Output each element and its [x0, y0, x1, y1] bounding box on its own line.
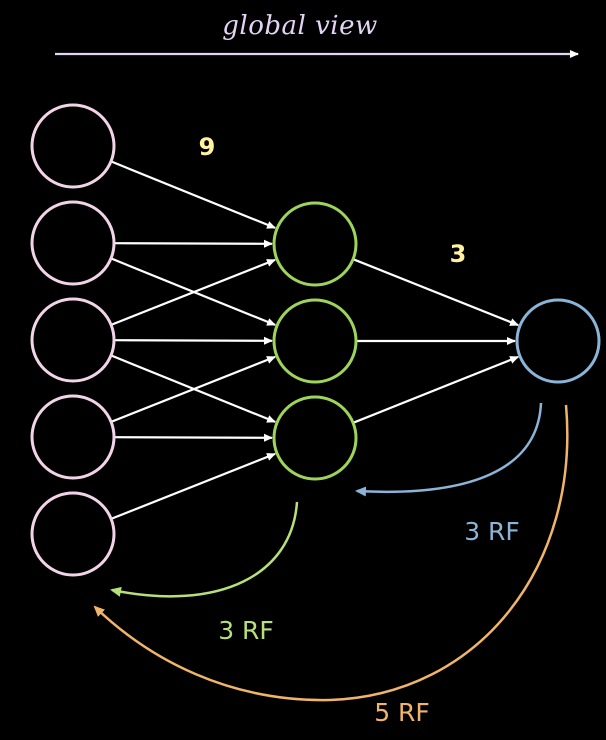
connection-input1-hidden1 [110, 160, 277, 229]
input-node-5 [30, 491, 116, 577]
input-node-2 [30, 200, 116, 286]
hidden-node-3 [272, 395, 358, 481]
hidden-node-1 [272, 201, 358, 287]
hidden-to-output-connections [352, 258, 520, 424]
connection-input2-hidden2 [110, 257, 277, 326]
connection-count-3-label: 3 [450, 240, 467, 268]
rf-orange-arc [93, 404, 569, 702]
input-node-4 [30, 394, 116, 480]
connection-hidden3-output [352, 355, 520, 424]
output-node [515, 298, 601, 384]
rf-green-label: 3 RF [218, 616, 274, 645]
input-node-3 [30, 297, 116, 383]
rf-blue-label: 3 RF [464, 517, 520, 546]
hidden-node-2 [272, 298, 358, 384]
input-to-hidden-connections [110, 160, 277, 520]
connection-input2-hidden1 [113, 239, 273, 248]
connection-input3-hidden3 [110, 354, 277, 423]
global-view-title: global view [222, 11, 377, 41]
rf-orange-label: 5 RF [374, 698, 430, 727]
input-layer [30, 103, 116, 577]
connection-input3-hidden2 [113, 336, 273, 345]
input-node-1 [30, 103, 116, 189]
rf-blue-arc [355, 402, 543, 497]
rf-green-arc [110, 501, 299, 598]
hidden-layer [272, 201, 358, 481]
connection-count-9-label: 9 [199, 133, 216, 161]
connection-hidden1-output [352, 258, 520, 327]
connection-input4-hidden3 [113, 433, 273, 442]
connection-input5-hidden3 [110, 452, 276, 520]
